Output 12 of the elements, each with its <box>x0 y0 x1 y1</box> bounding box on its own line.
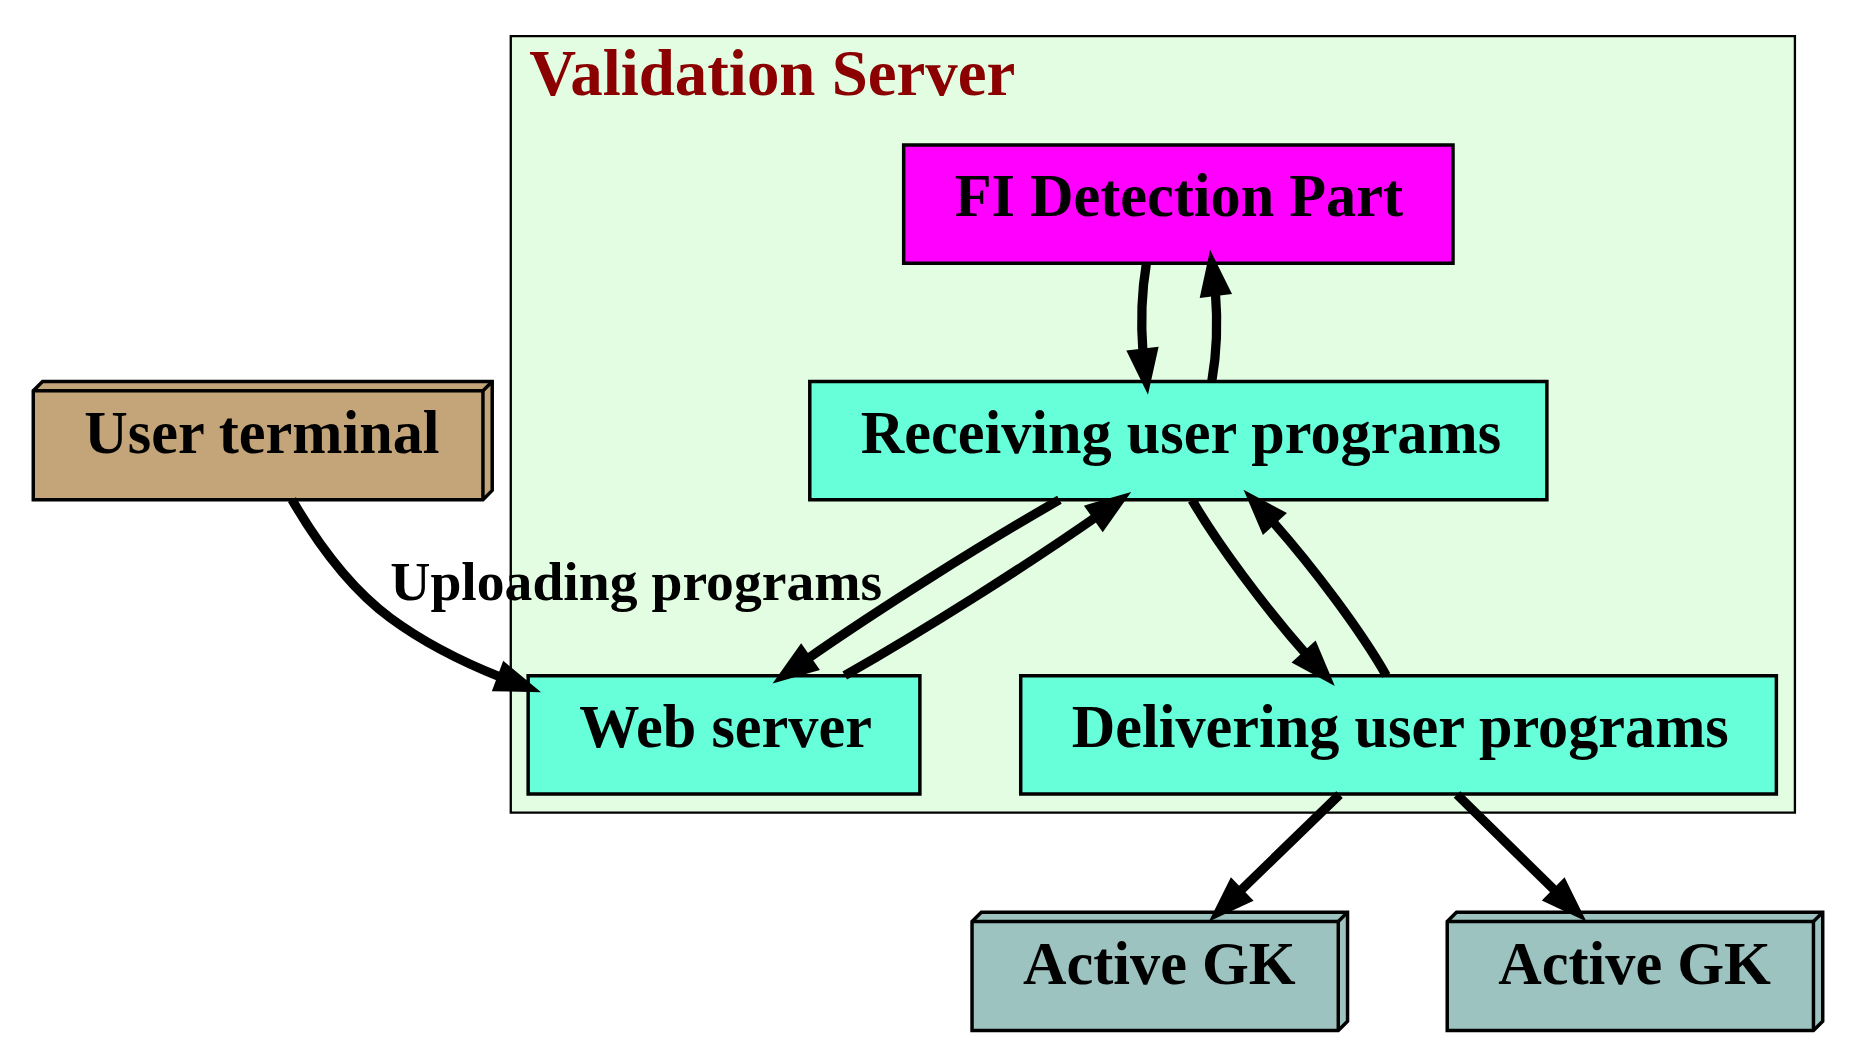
node-box: Receiving user programs <box>808 379 1549 502</box>
arrow <box>1453 791 1587 922</box>
node-box: FI Detection Part <box>901 143 1455 265</box>
arrow <box>842 492 1132 680</box>
arrow <box>1188 497 1335 686</box>
arrow <box>772 495 1062 684</box>
node-box: Web server <box>526 674 922 796</box>
arrow <box>1243 489 1391 678</box>
arrow <box>1208 791 1343 922</box>
arrow <box>1199 249 1233 382</box>
arrow <box>1126 263 1159 395</box>
node-box: Delivering user programs <box>1019 674 1779 796</box>
